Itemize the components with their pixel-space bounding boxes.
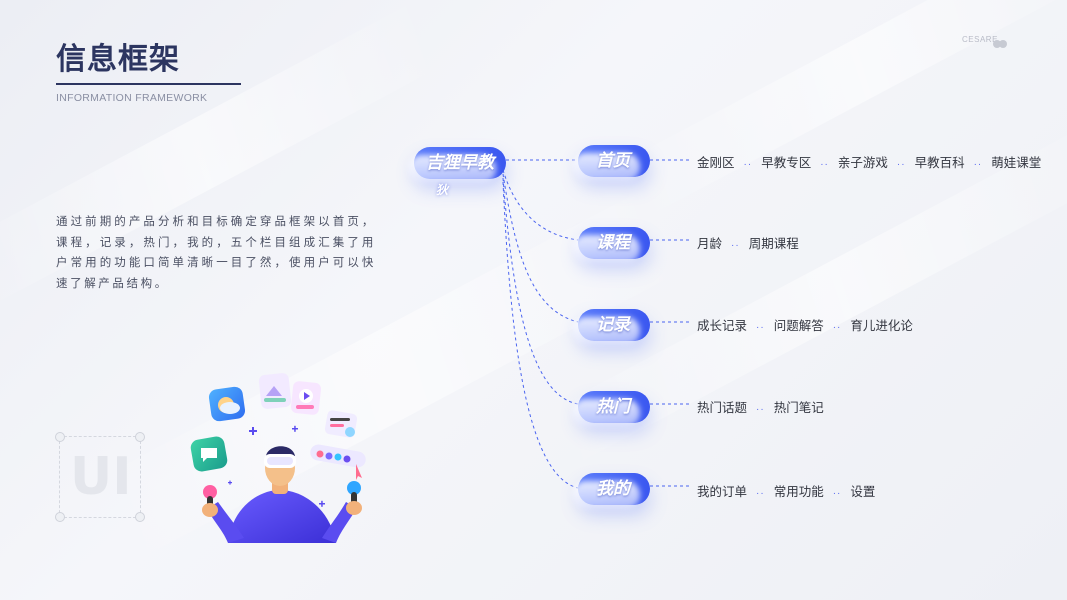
items-home: 金刚区··早教专区··亲子游戏··早教百科··萌娃课堂 (697, 152, 1041, 171)
items-course: 月龄··周期课程 (697, 233, 799, 252)
list-item: 我的订单 (697, 485, 747, 499)
connector-hot (503, 178, 578, 404)
mindmap-node-label: 记录 (578, 315, 630, 335)
mindmap-node-mine: 我的 (578, 473, 650, 505)
connector-course (503, 170, 578, 240)
list-item: 金刚区 (697, 156, 735, 170)
mindmap-node-label: 首页 (578, 151, 630, 171)
title-underline (56, 83, 241, 85)
list-item: 常用功能 (774, 485, 824, 499)
mindmap-node-course: 课程 (578, 227, 650, 259)
settings-card-icon (324, 410, 358, 439)
description-text: 通过前期的产品分析和目标确定穿品框架以首页，课程，记录，热门，我的，五个栏目组成… (56, 211, 376, 293)
connector-mine (503, 182, 578, 488)
items-hot: 热门话题··热门笔记 (697, 397, 824, 416)
mindmap-node-label: 课程 (578, 233, 630, 253)
connector-record (503, 174, 578, 322)
items-record: 成长记录··问题解答··育儿进化论 (697, 315, 913, 334)
cloud-app-icon (208, 386, 246, 422)
list-item: 早教专区 (761, 156, 811, 170)
list-item: 早教百科 (915, 156, 965, 170)
vr-person-illustration (188, 368, 378, 543)
mindmap-root-overflow: 狄 (436, 181, 448, 198)
list-item: 设置 (850, 485, 875, 499)
ui-watermark-text: UI (70, 447, 132, 507)
list-item: 萌娃课堂 (991, 156, 1041, 170)
list-item: 成长记录 (697, 319, 747, 333)
list-item: 热门话题 (697, 401, 747, 415)
list-item: 育儿进化论 (850, 319, 913, 333)
video-card-icon (290, 381, 321, 416)
list-item: 月龄 (697, 237, 722, 251)
image-card-icon (258, 373, 291, 410)
list-item: 周期课程 (749, 237, 799, 251)
chat-app-icon (189, 435, 228, 472)
mindmap-root-node: 吉狸早教 (414, 147, 506, 179)
list-item: 热门笔记 (774, 401, 824, 415)
mindmap-node-label: 热门 (578, 397, 630, 417)
items-mine: 我的订单··常用功能··设置 (697, 481, 875, 500)
ui-watermark: UI (59, 436, 141, 518)
mindmap-node-home: 首页 (578, 145, 650, 177)
mindmap-node-hot: 热门 (578, 391, 650, 423)
list-item: 亲子游戏 (838, 156, 888, 170)
mindmap-root-label: 吉狸早教 (414, 153, 494, 173)
brand-dots-icon (995, 35, 1007, 53)
mindmap-node-record: 记录 (578, 309, 650, 341)
page-subtitle: INFORMATION FRAMEWORK (56, 92, 207, 104)
slider-bar-icon (309, 443, 367, 480)
list-item: 问题解答 (774, 319, 824, 333)
page-title: 信息框架 (56, 34, 180, 78)
mindmap-node-label: 我的 (578, 479, 630, 499)
